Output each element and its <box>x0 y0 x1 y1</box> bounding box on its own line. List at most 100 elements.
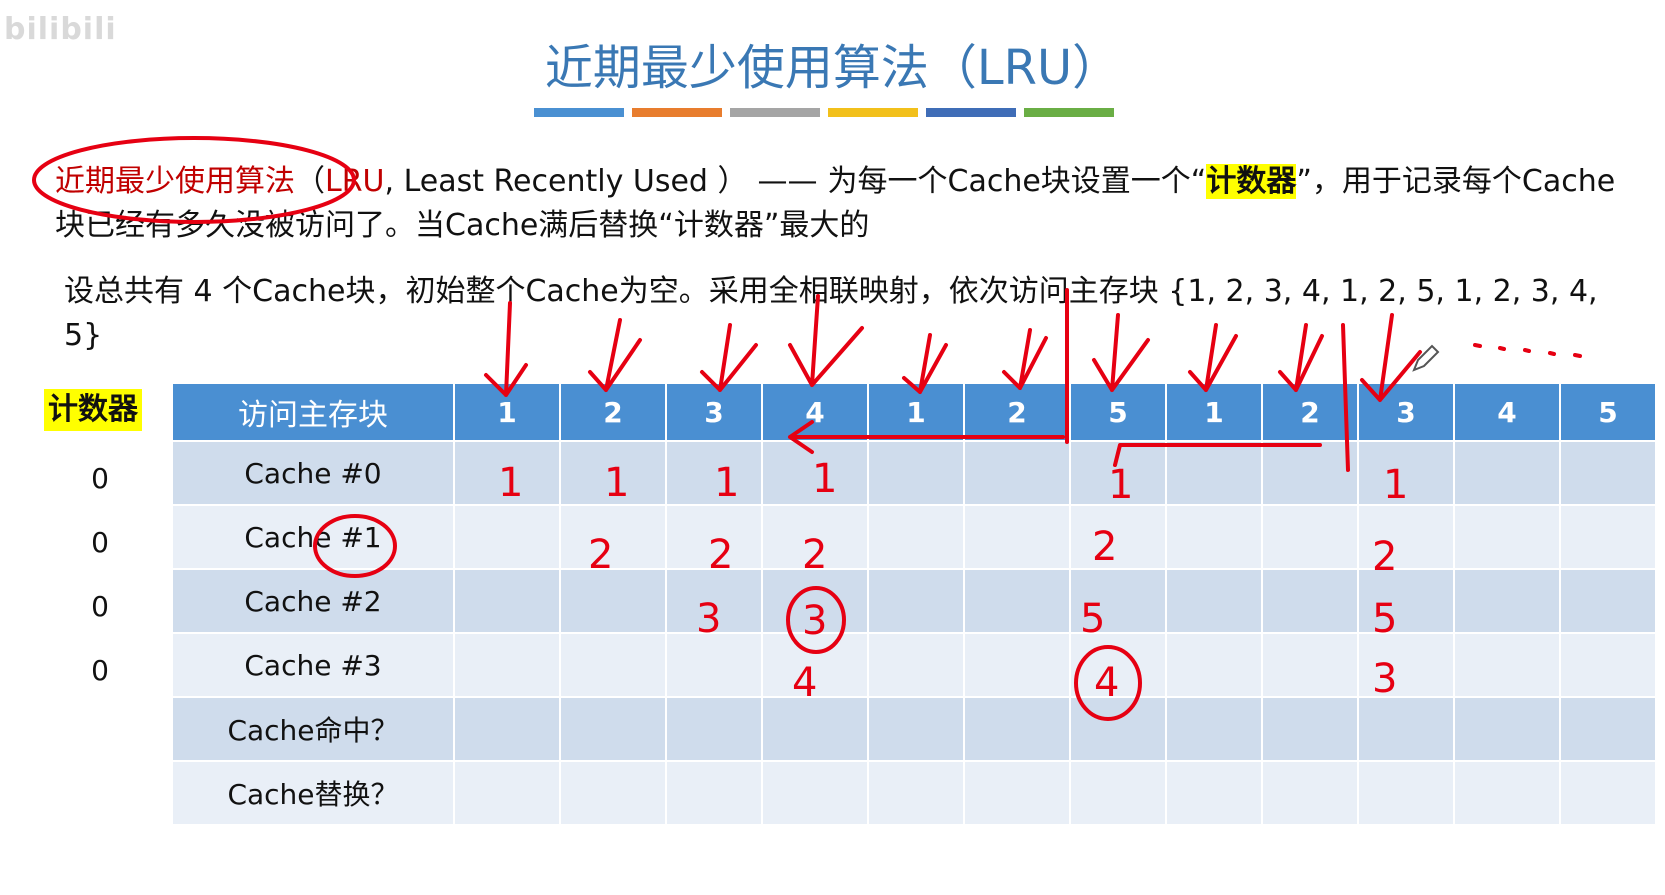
page-title: 近期最少使用算法（LRU） <box>544 40 1121 96</box>
title-color-bars <box>534 108 1114 117</box>
table-cell <box>965 762 1071 826</box>
definition-english: , Least Recently Used ） <box>384 164 748 199</box>
table-cell <box>667 442 763 506</box>
table-cell <box>1455 698 1561 762</box>
table-cell <box>1071 506 1167 570</box>
table-row: Cache #3 <box>173 634 1657 698</box>
table-cell <box>1359 698 1455 762</box>
table-cell <box>667 762 763 826</box>
table-cell <box>1167 762 1263 826</box>
table-cell <box>455 442 561 506</box>
definition-highlight: 计数器 <box>1206 164 1297 199</box>
table-cell <box>763 762 869 826</box>
table-cell <box>1359 570 1455 634</box>
row-label: Cache #0 <box>173 442 455 506</box>
table-cell <box>869 570 965 634</box>
table-cell <box>1263 506 1359 570</box>
table-cell <box>1071 570 1167 634</box>
seq-cell: 2 <box>965 384 1071 442</box>
table-cell <box>561 634 667 698</box>
table-cell <box>561 506 667 570</box>
row-label: Cache #3 <box>173 634 455 698</box>
table-cell <box>869 634 965 698</box>
table-header-row: 访问主存块 1 2 3 4 1 2 5 1 2 3 4 5 <box>173 384 1657 442</box>
table-cell <box>1561 506 1657 570</box>
table-cell <box>561 698 667 762</box>
table-cell <box>1263 698 1359 762</box>
table-cell <box>1071 698 1167 762</box>
table-cell <box>869 506 965 570</box>
table-cell <box>455 762 561 826</box>
table-cell <box>1455 762 1561 826</box>
title-bar-4 <box>828 108 918 117</box>
table-cell <box>1071 762 1167 826</box>
definition-abbr: LRU <box>325 164 385 199</box>
table-cell <box>965 698 1071 762</box>
title-bar-3 <box>730 108 820 117</box>
seq-cell: 1 <box>869 384 965 442</box>
row-label: Cache #2 <box>173 570 455 634</box>
title-bar-1 <box>534 108 624 117</box>
pen-cursor-icon <box>1412 344 1440 372</box>
definition-text-1: 为每一个Cache块设置一个“ <box>827 164 1207 199</box>
row-label: Cache #1 <box>173 506 455 570</box>
watermark: bilibili <box>4 12 117 47</box>
table-cell <box>1167 506 1263 570</box>
table-cell <box>1561 634 1657 698</box>
table-cell <box>1167 634 1263 698</box>
table-cell <box>1359 442 1455 506</box>
table-cell <box>1263 442 1359 506</box>
table-cell <box>561 570 667 634</box>
table-cell <box>763 506 869 570</box>
counter-value-3: 0 <box>91 654 109 687</box>
table-cell <box>561 762 667 826</box>
table-cell <box>763 442 869 506</box>
header-label: 访问主存块 <box>173 384 455 442</box>
title-bar-2 <box>632 108 722 117</box>
table-cell <box>1263 570 1359 634</box>
title-bar-5 <box>926 108 1016 117</box>
table-cell <box>1455 506 1561 570</box>
counter-value-2: 0 <box>91 590 109 623</box>
table-cell <box>667 570 763 634</box>
table-cell <box>667 698 763 762</box>
table-cell <box>1359 634 1455 698</box>
definition-term: 近期最少使用算法 <box>55 164 295 199</box>
seq-cell: 3 <box>1359 384 1455 442</box>
table-cell <box>1263 634 1359 698</box>
table-cell <box>455 570 561 634</box>
title-bar-6 <box>1024 108 1114 117</box>
table-row: Cache命中？ <box>173 698 1657 762</box>
seq-cell: 4 <box>763 384 869 442</box>
table-cell <box>1167 570 1263 634</box>
definition-paren-open: （ <box>295 164 325 199</box>
table-row: Cache #1 <box>173 506 1657 570</box>
table-cell <box>1359 506 1455 570</box>
seq-cell: 5 <box>1071 384 1167 442</box>
seq-cell: 2 <box>561 384 667 442</box>
table-cell <box>869 762 965 826</box>
table-cell <box>1561 442 1657 506</box>
table-cell <box>1561 698 1657 762</box>
definition-paragraph: 近期最少使用算法（LRU, Least Recently Used ）——为每一… <box>55 160 1645 248</box>
table-cell <box>869 442 965 506</box>
table-cell <box>763 634 869 698</box>
counter-value-1: 0 <box>91 526 109 559</box>
table-cell <box>667 506 763 570</box>
problem-statement: 设总共有 4 个Cache块，初始整个Cache为空。采用全相联映射，依次访问主… <box>64 274 1598 353</box>
row-label: Cache命中？ <box>173 698 455 762</box>
table-cell <box>455 634 561 698</box>
table-cell <box>455 506 561 570</box>
table-cell <box>1167 698 1263 762</box>
seq-cell: 3 <box>667 384 763 442</box>
table-cell <box>1561 570 1657 634</box>
table-row: Cache #2 <box>173 570 1657 634</box>
table-cell <box>869 698 965 762</box>
table-cell <box>763 570 869 634</box>
seq-cell: 5 <box>1561 384 1657 442</box>
table-cell <box>1455 442 1561 506</box>
table-cell <box>1561 762 1657 826</box>
table-cell <box>455 698 561 762</box>
table-cell <box>1071 442 1167 506</box>
